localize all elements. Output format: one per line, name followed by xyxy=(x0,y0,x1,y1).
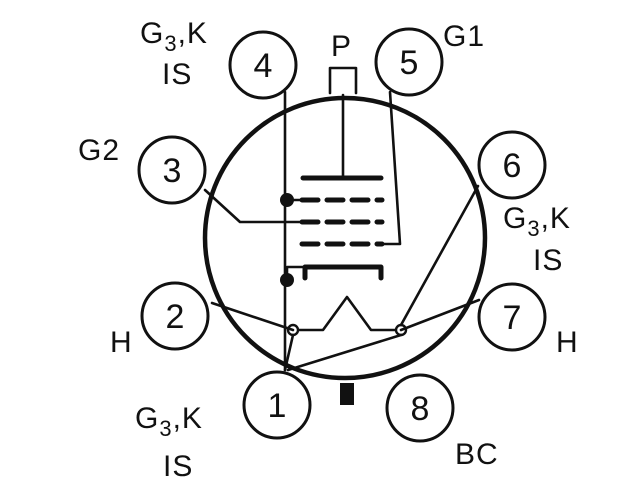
svg-text:5: 5 xyxy=(400,44,419,82)
plate-cap xyxy=(328,66,358,95)
pin-7: 7 xyxy=(477,282,547,352)
svg-text:6: 6 xyxy=(503,147,522,185)
label-pin6-line1: G3,K xyxy=(503,202,571,241)
label-g1: G1 xyxy=(443,20,485,53)
label-base-connection: BC xyxy=(455,438,499,471)
tube-envelope xyxy=(202,95,488,381)
internal-wiring xyxy=(203,90,481,372)
grid-electrodes xyxy=(299,197,385,247)
svg-text:8: 8 xyxy=(411,390,430,428)
plate-electrode xyxy=(300,93,384,181)
svg-text:7: 7 xyxy=(503,299,522,337)
label-heater-right: H xyxy=(556,326,579,359)
pin-8: 8 xyxy=(385,373,455,443)
cathode-electrode xyxy=(302,264,384,281)
svg-text:1: 1 xyxy=(268,387,287,425)
pin-2: 2 xyxy=(140,281,210,351)
label-heater-left: H xyxy=(110,326,133,359)
base-key xyxy=(340,383,354,405)
label-plate: P xyxy=(331,30,352,63)
heater-filament xyxy=(286,295,408,337)
label-pin1-line2: IS xyxy=(163,450,193,483)
svg-text:4: 4 xyxy=(254,47,273,85)
label-pin4-line1: G3,K xyxy=(140,17,208,56)
label-pin4-line2: IS xyxy=(162,58,192,91)
pin-1: 1 xyxy=(242,370,312,440)
label-g2: G2 xyxy=(78,134,120,167)
label-pin6-line2: IS xyxy=(533,244,563,277)
svg-text:3: 3 xyxy=(163,152,182,190)
svg-text:2: 2 xyxy=(166,298,185,336)
pin-6: 6 xyxy=(477,130,547,200)
pin-3: 3 xyxy=(137,135,207,205)
pin-4: 4 xyxy=(228,30,298,100)
pin-5: 5 xyxy=(374,27,444,97)
label-pin1-line1: G3,K xyxy=(135,402,203,441)
